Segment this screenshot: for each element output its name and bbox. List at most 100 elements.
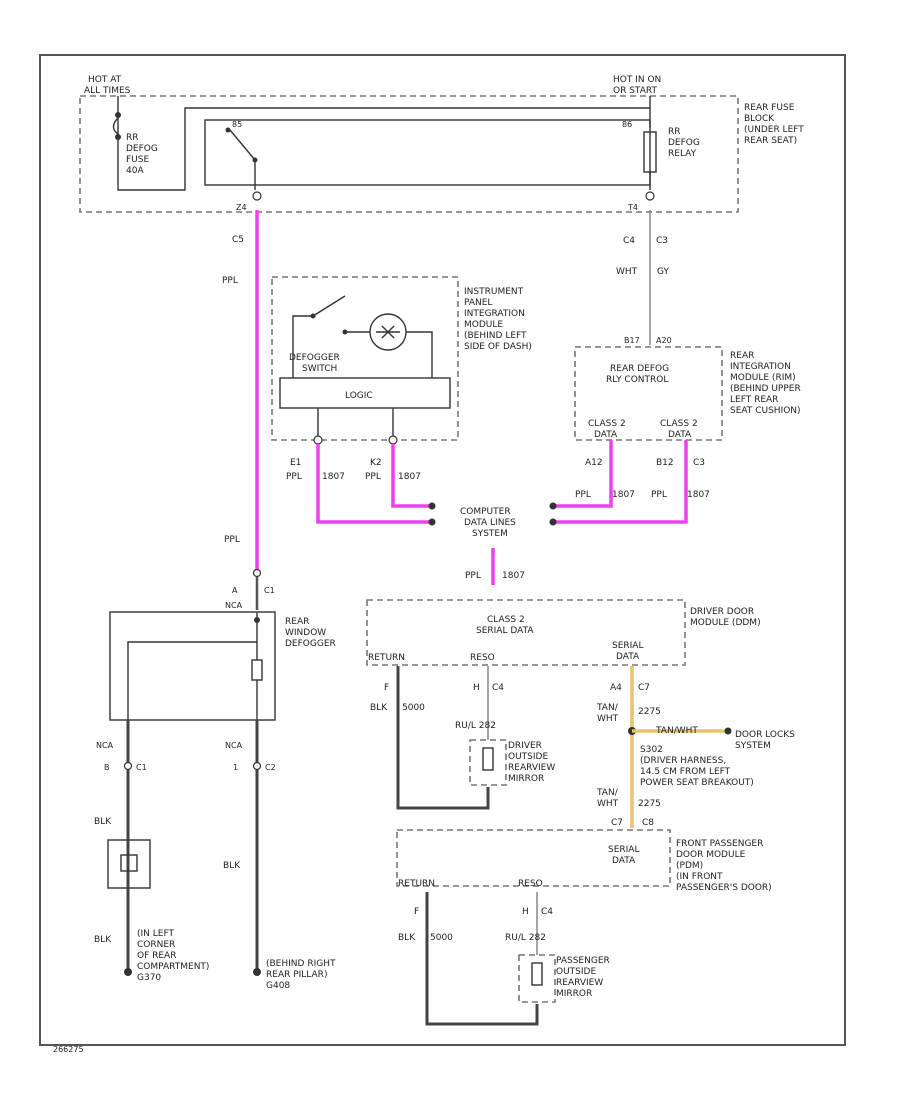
driver-mirror-sensor-icon <box>469 739 507 786</box>
ipim-logic-block <box>279 377 451 409</box>
rr-defog-fuse-icon <box>112 117 119 135</box>
svg-text:BLK: BLK <box>398 933 416 943</box>
svg-text:WINDOW: WINDOW <box>285 628 326 638</box>
svg-text:DRIVER DOOR: DRIVER DOOR <box>690 607 754 617</box>
rim-class2-right-label: CLASS 2 DATA <box>660 419 698 440</box>
svg-text:COMPARTMENT): COMPARTMENT) <box>137 962 209 972</box>
rear-window-defogger-label: REAR WINDOW DEFOGGER <box>285 617 336 649</box>
left-ground-component-icon <box>107 839 151 889</box>
svg-text:(BEHIND RIGHT: (BEHIND RIGHT <box>266 959 336 969</box>
svg-text:PPL: PPL <box>465 571 481 581</box>
svg-text:FUSE: FUSE <box>126 155 149 165</box>
passenger-mirror-label: PASSENGER OUTSIDE REARVIEW MIRROR <box>556 956 610 999</box>
svg-text:PPL: PPL <box>365 472 381 482</box>
svg-text:(BEHIND UPPER: (BEHIND UPPER <box>730 384 801 394</box>
svg-text:SEAT CUSHION): SEAT CUSHION) <box>730 406 801 416</box>
ppl-data-line-e1 <box>316 444 432 524</box>
pdm-return-ground-wire <box>425 892 539 1026</box>
svg-text:DATA: DATA <box>616 652 640 662</box>
defogger-grid-icon <box>251 659 263 681</box>
ddm-label: DRIVER DOOR MODULE (DDM) <box>690 607 761 628</box>
svg-text:PASSENGER'S DOOR): PASSENGER'S DOOR) <box>676 883 772 893</box>
svg-text:WHT: WHT <box>597 714 619 724</box>
svg-text:B12: B12 <box>656 458 674 468</box>
svg-text:TAN/: TAN/ <box>596 788 619 798</box>
svg-text:COMPUTER: COMPUTER <box>460 507 511 517</box>
svg-text:DEFOGGER: DEFOGGER <box>285 639 336 649</box>
svg-text:RR: RR <box>668 127 681 137</box>
svg-text:PASSENGER: PASSENGER <box>556 956 610 966</box>
svg-text:DOOR LOCKS: DOOR LOCKS <box>735 730 795 740</box>
svg-text:C7: C7 <box>611 818 623 828</box>
svg-text:C5: C5 <box>232 235 244 245</box>
computer-data-lines-label: COMPUTER DATA LINES SYSTEM <box>460 507 516 539</box>
svg-text:1807: 1807 <box>322 472 345 482</box>
svg-text:CLASS 2: CLASS 2 <box>487 615 525 625</box>
svg-text:C4: C4 <box>492 683 504 693</box>
svg-text:SYSTEM: SYSTEM <box>472 529 508 539</box>
svg-text:DATA: DATA <box>668 430 692 440</box>
svg-text:1: 1 <box>233 763 238 772</box>
svg-text:REAR DEFOG: REAR DEFOG <box>610 364 669 374</box>
svg-text:MODULE (DDM): MODULE (DDM) <box>690 618 761 628</box>
svg-text:LEFT REAR: LEFT REAR <box>730 395 778 405</box>
svg-text:INTEGRATION: INTEGRATION <box>730 362 791 372</box>
svg-text:2275: 2275 <box>638 799 661 809</box>
svg-text:C4: C4 <box>623 236 635 246</box>
splice-s302-label: S302 (DRIVER HARNESS, 14.5 CM FROM LEFT … <box>640 745 754 788</box>
svg-text:BLK: BLK <box>94 817 112 827</box>
pdm-label: FRONT PASSENGER DOOR MODULE (PDM) (IN FR… <box>676 839 772 893</box>
svg-text:RETURN: RETURN <box>398 879 435 889</box>
door-locks-system-label: DOOR LOCKS SYSTEM <box>735 730 795 751</box>
svg-text:WHT: WHT <box>597 799 619 809</box>
svg-text:14.5 CM FROM LEFT: 14.5 CM FROM LEFT <box>640 767 731 777</box>
rear-fuse-block-label: REAR FUSE BLOCK (UNDER LEFT REAR SEAT) <box>744 103 804 146</box>
svg-text:G370: G370 <box>137 973 161 983</box>
svg-text:C3: C3 <box>656 236 668 246</box>
svg-text:GY: GY <box>657 267 670 277</box>
svg-text:REARVIEW: REARVIEW <box>556 978 603 988</box>
svg-text:(PDM): (PDM) <box>676 861 703 871</box>
svg-text:PANEL: PANEL <box>464 298 492 308</box>
svg-text:OF REAR: OF REAR <box>137 951 176 961</box>
svg-text:(IN FRONT: (IN FRONT <box>676 872 723 882</box>
svg-text:RLY CONTROL: RLY CONTROL <box>606 375 668 385</box>
svg-text:MIRROR: MIRROR <box>556 989 592 999</box>
svg-text:1807: 1807 <box>398 472 421 482</box>
svg-text:1807: 1807 <box>612 490 635 500</box>
svg-text:RESO: RESO <box>518 879 543 889</box>
svg-text:PPL: PPL <box>651 490 667 500</box>
svg-text:REAR SEAT): REAR SEAT) <box>744 136 797 146</box>
ground-g370-icon <box>124 968 132 976</box>
svg-text:CLASS 2: CLASS 2 <box>660 419 698 429</box>
rear-fuse-block-outline <box>79 95 739 213</box>
svg-text:A: A <box>232 586 238 595</box>
driver-mirror-label: DRIVER OUTSIDE REARVIEW MIRROR <box>508 741 555 784</box>
ground-g408-label: (BEHIND RIGHT REAR PILLAR) G408 <box>266 959 336 991</box>
defogger-switch-icon <box>292 295 346 378</box>
svg-text:NCA: NCA <box>96 741 114 750</box>
svg-text:1807: 1807 <box>687 490 710 500</box>
svg-text:DATA: DATA <box>594 430 618 440</box>
svg-text:INTEGRATION: INTEGRATION <box>464 309 525 319</box>
svg-text:DRIVER: DRIVER <box>508 741 542 751</box>
svg-text:SERIAL: SERIAL <box>612 641 643 651</box>
diagram-id: 266275 <box>53 1045 84 1054</box>
svg-text:A20: A20 <box>656 336 672 345</box>
ppl-data-line-b12 <box>553 440 688 524</box>
svg-text:40A: 40A <box>126 166 144 176</box>
ddm-serial-data-label: SERIAL DATA <box>612 641 643 662</box>
pdm-module-outline <box>396 829 671 887</box>
svg-text:HOT AT: HOT AT <box>88 75 122 85</box>
hot-at-all-times-label: HOT AT ALL TIMES <box>84 75 131 96</box>
svg-text:85: 85 <box>232 120 242 129</box>
svg-text:(DRIVER HARNESS,: (DRIVER HARNESS, <box>640 756 726 766</box>
ground-g370-label: (IN LEFT CORNER OF REAR COMPARTMENT) G37… <box>137 929 209 983</box>
svg-text:TAN/WHT: TAN/WHT <box>655 726 698 736</box>
svg-text:TAN/: TAN/ <box>596 703 619 713</box>
svg-text:F: F <box>414 907 419 917</box>
rim-label: REAR INTEGRATION MODULE (RIM) (BEHIND UP… <box>730 351 801 416</box>
rr-defog-fuse-label: RR DEFOG FUSE 40A <box>126 133 158 176</box>
diagram-frame <box>39 54 846 1046</box>
